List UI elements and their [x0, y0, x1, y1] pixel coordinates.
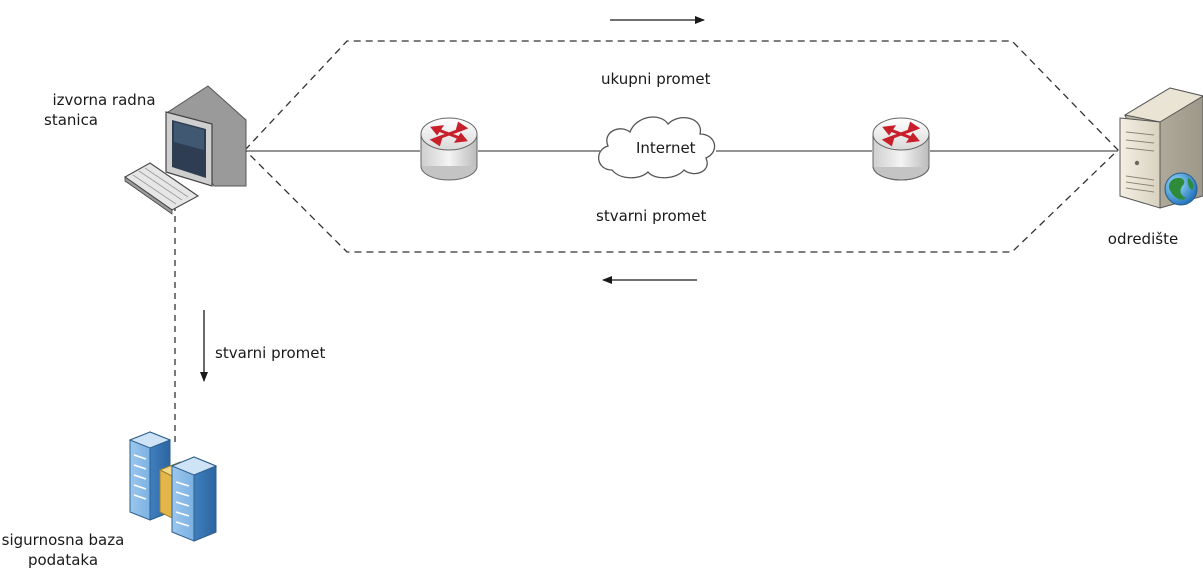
database-label-line2: podataka	[27, 551, 99, 569]
actual-traffic-label: stvarni promet	[596, 207, 707, 225]
router-right-icon	[872, 117, 930, 181]
traffic-envelope	[244, 40, 1119, 253]
workstation-label-line2: stanica	[44, 111, 99, 129]
total-traffic-label: ukupni promet	[601, 70, 711, 88]
workstation-icon	[123, 85, 247, 215]
internet-label: Internet	[636, 139, 696, 157]
destination-label: odredište	[1107, 230, 1179, 248]
server-globe-icon	[1119, 87, 1203, 209]
backup-traffic-label: stvarni promet	[215, 344, 326, 362]
workstation-label-line1: izvorna radna	[52, 91, 156, 109]
cloud-icon	[598, 116, 716, 179]
workstation-label: izvorna radna stanica	[44, 90, 164, 130]
database-label: sigurnosna baza podataka	[0, 530, 126, 570]
database-servers-icon	[128, 431, 218, 542]
database-label-line1: sigurnosna baza	[1, 531, 125, 549]
router-left-icon	[420, 117, 478, 181]
